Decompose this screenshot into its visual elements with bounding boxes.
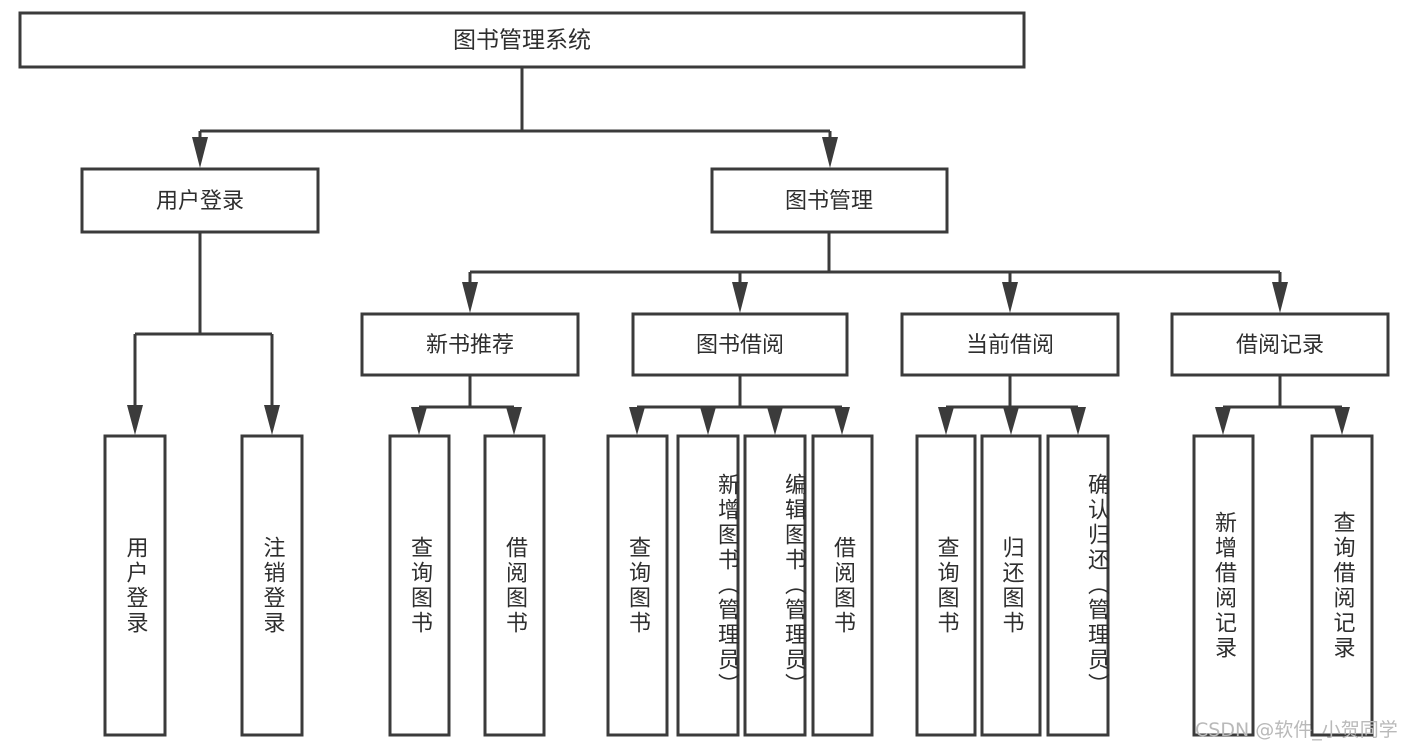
- leaf-box-user-login[interactable]: [103, 434, 167, 737]
- leaf-box-query-book-bor[interactable]: [606, 434, 669, 737]
- arrow-to-leaf-query-book-cur: [938, 407, 954, 435]
- node-borrow-record[interactable]: 借阅记录: [1170, 312, 1390, 377]
- node-new-book-rec[interactable]: 新书推荐: [360, 312, 580, 377]
- node-user-login[interactable]: 用户登录: [80, 167, 320, 234]
- new-book-rec-box[interactable]: [360, 312, 580, 377]
- leaf-box-borrow-book-rec[interactable]: [483, 434, 546, 737]
- node-book-borrow[interactable]: 图书借阅: [631, 312, 849, 377]
- new-book-rec-label: 新书推荐: [426, 333, 514, 358]
- user-login-label: 用户登录: [156, 189, 244, 214]
- leaf-box-add-record[interactable]: [1192, 434, 1255, 737]
- arrow-to-leaf-user-login: [127, 405, 143, 435]
- leaf-box-borrow-book-bor[interactable]: [811, 434, 874, 737]
- current-borrow-label: 当前借阅: [966, 333, 1054, 358]
- root-box[interactable]: [18, 11, 1026, 69]
- connector-user-login-to-leaves: [127, 232, 280, 435]
- connector-book-manage-to-level3: [462, 232, 1288, 313]
- node-book-manage[interactable]: 图书管理: [710, 167, 949, 234]
- leaf-box-edit-book[interactable]: [743, 434, 807, 737]
- arrow-to-leaf-query-book-bor: [629, 407, 645, 435]
- arrow-to-new-book-rec: [462, 282, 478, 313]
- arrow-to-leaf-add-record: [1215, 407, 1231, 435]
- arrow-to-borrow-record: [1272, 282, 1288, 313]
- leaf-box-return-book[interactable]: [980, 434, 1042, 737]
- connector-new-book-rec-to-leaves: [411, 375, 522, 435]
- user-login-box[interactable]: [80, 167, 320, 234]
- book-manage-label: 图书管理: [785, 189, 873, 214]
- leaf-box-logout[interactable]: [240, 434, 304, 737]
- leaf-box-query-book-rec[interactable]: [388, 434, 451, 737]
- arrow-to-book-borrow: [732, 282, 748, 313]
- leaf-box-confirm-return[interactable]: [1046, 434, 1110, 737]
- node-current-borrow[interactable]: 当前借阅: [900, 312, 1120, 377]
- arrow-to-leaf-query-record: [1334, 407, 1350, 435]
- arrow-to-user-login: [192, 137, 208, 168]
- connector-book-borrow-to-leaves: [629, 375, 850, 435]
- leaf-box-add-book[interactable]: [676, 434, 740, 737]
- borrow-record-label: 借阅记录: [1236, 333, 1324, 358]
- arrow-to-leaf-return-book: [1003, 407, 1019, 435]
- arrow-to-current-borrow: [1002, 282, 1018, 313]
- arrow-to-leaf-edit-book: [767, 407, 783, 435]
- arrow-to-leaf-add-book: [700, 407, 716, 435]
- book-borrow-label: 图书借阅: [696, 333, 784, 358]
- arrow-to-leaf-query-book-rec: [411, 407, 427, 435]
- leaf-box-query-record[interactable]: [1310, 434, 1374, 737]
- arrow-to-leaf-confirm-return: [1070, 407, 1086, 435]
- current-borrow-box[interactable]: [900, 312, 1120, 377]
- connector-current-borrow-to-leaves: [938, 375, 1086, 435]
- connector-borrow-record-to-leaves: [1215, 375, 1350, 435]
- arrow-to-book-manage: [822, 137, 838, 168]
- root-label: 图书管理系统: [453, 28, 591, 54]
- arrow-to-leaf-borrow-book-rec: [506, 407, 522, 435]
- arrow-to-leaf-logout: [264, 405, 280, 435]
- node-root[interactable]: 图书管理系统: [18, 11, 1026, 69]
- arrow-to-leaf-borrow-book-bor: [834, 407, 850, 435]
- csdn-watermark: CSDN @软件_小贺同学: [1195, 719, 1398, 741]
- connector-root-to-level2: [192, 67, 838, 168]
- leaf-box-query-book-cur[interactable]: [915, 434, 977, 737]
